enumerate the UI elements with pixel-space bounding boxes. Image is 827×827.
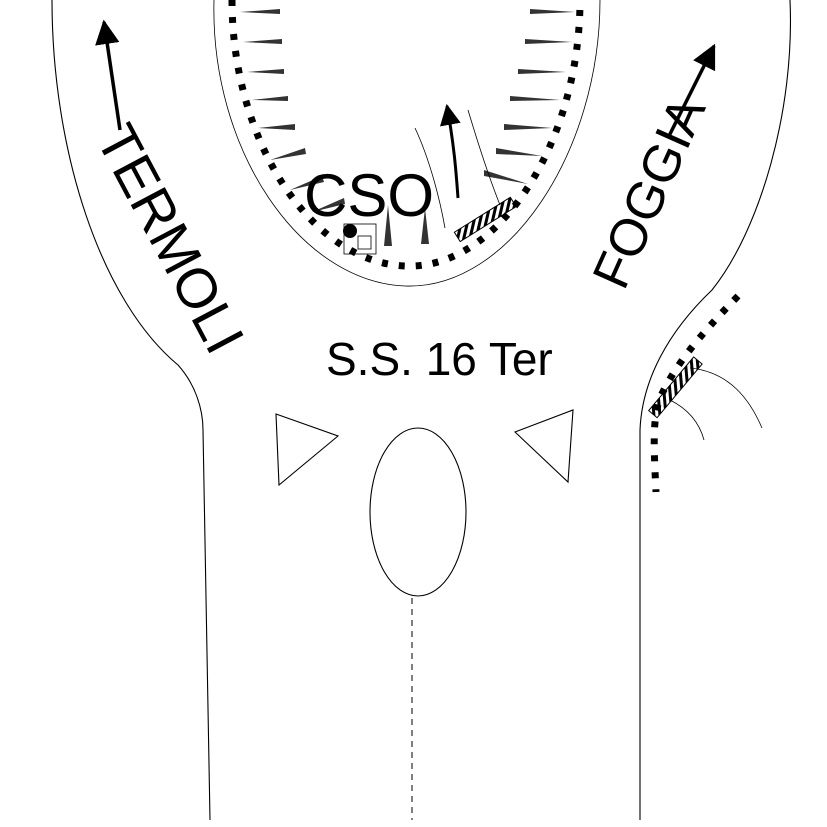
foggia-label: FOGGIA (582, 88, 717, 297)
cso-label: CSO (304, 162, 434, 229)
triangle-island-right (513, 409, 574, 484)
central-island-curb (213, 0, 601, 287)
cso-box-outer (343, 223, 377, 255)
road-name-label: S.S. 16 Ter (326, 333, 553, 385)
island-curve-a (414, 127, 446, 229)
right-thin-curve-b (669, 399, 705, 441)
right-hatched-bar (647, 356, 703, 419)
termoli-arrow (95, 19, 122, 131)
oval-island (369, 427, 467, 597)
road-edge-left (51, 0, 211, 821)
cso-box-inner (357, 235, 372, 250)
island-curved-arrow (440, 103, 461, 199)
right-thin-curve-a (689, 367, 763, 429)
island-spikes-right (484, 9, 575, 184)
triangle-island-left (275, 413, 340, 487)
road-edge-right (639, 0, 792, 820)
island-curve-b (467, 109, 501, 206)
cso-point-icon (343, 224, 357, 238)
termoli-label: TERMOLI (84, 114, 256, 363)
foggia-arrow (666, 43, 716, 139)
island-spikes-left (240, 9, 429, 246)
island-hatched-bar (453, 196, 517, 243)
